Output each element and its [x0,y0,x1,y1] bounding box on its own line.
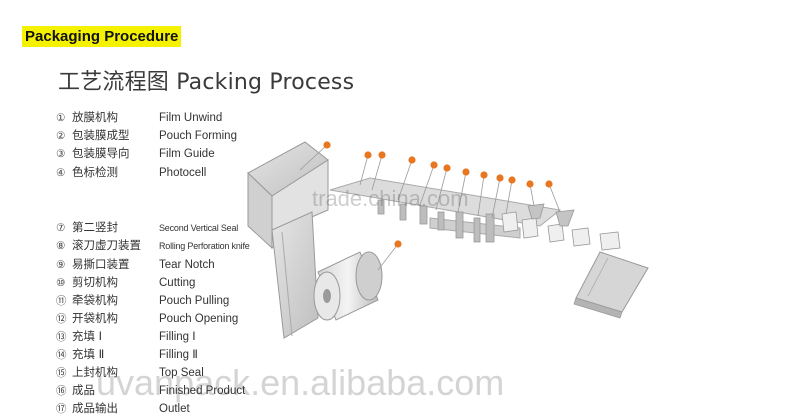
step-row: ⑰ 成品输出 Outlet [56,399,190,417]
step-label-en: Outlet [159,403,190,415]
step-number: ⑩ [56,277,66,289]
step-number: ⑧ [56,240,66,252]
step-number: ⑨ [56,259,66,271]
callout-marker [526,180,534,188]
callout-markers [299,141,561,271]
step-label-en: Film Unwind [159,112,223,124]
step-label-zh: 上封机构 [72,365,118,379]
callout-leader-line [477,174,485,217]
step-number: ⑫ [56,313,67,325]
step-number: ④ [56,167,66,179]
step-number: ⑦ [56,222,66,234]
step-label-en: Pouch Forming [159,130,237,142]
step-row: ⑩ 剪切机构 Cutting [56,273,195,291]
pouches [501,211,621,251]
section-heading: Packaging Procedure [22,26,182,47]
step-label-zh: 滚刀虚刀装置 [72,238,141,252]
diagram-title: 工艺流程图 Packing Process [58,70,355,95]
callout-marker [364,151,372,159]
step-label-en: Film Guide [159,148,215,160]
step-label-zh: 牵袋机构 [72,293,118,307]
step-label-zh: 易撕口装置 [72,257,130,271]
step-row: ⑬ 充填 Ⅰ Filling Ⅰ [56,327,196,345]
step-label-en: Pouch Opening [159,313,239,325]
step-label-en: Filling Ⅰ [159,331,196,343]
step-row: ④ 色标检测 Photocell [56,163,206,181]
step-label-en: Finished Product [159,385,246,397]
step-label-en: Second Vertical Seal [159,223,239,233]
callout-marker [508,176,516,184]
sealing-units [377,199,495,243]
step-label-en: Filling Ⅱ [159,349,198,361]
step-label-zh: 第二竖封 [72,220,118,234]
step-row: ⑦ 第二竖封 Second Vertical Seal [56,218,238,236]
step-label-zh: 放膜机构 [72,110,118,124]
step-label-zh: 色标检测 [72,165,118,179]
step-row: ⑫ 开袋机构 Pouch Opening [56,309,238,327]
step-label-zh: 开袋机构 [72,311,118,325]
step-label-zh: 包装膜导向 [72,146,130,160]
step-number: ⑮ [56,367,67,379]
callout-leader-line [548,183,561,213]
step-row: ① 放膜机构 Film Unwind [56,108,222,126]
callout-marker [323,141,331,149]
callout-leader-line [435,167,448,211]
step-label-en: Top Seal [159,367,204,379]
step-label-zh: 充填 Ⅰ [72,329,103,343]
step-number: ⑪ [56,295,67,307]
step-row: ⑧ 滚刀虚刀装置 Rolling Perforation knife [56,236,250,254]
step-label-en: Pouch Pulling [159,295,230,307]
callout-marker [394,240,402,248]
callout-leader-line [505,179,513,215]
step-label-en: Rolling Perforation knife [159,241,250,251]
step-row: ② 包装膜成型 Pouch Forming [56,126,237,144]
step-label-zh: 成品 [72,383,95,397]
step-number: ⑰ [56,403,67,415]
step-row: ⑨ 易撕口装置 Tear Notch [56,255,215,273]
step-label-zh: 包装膜成型 [72,128,130,142]
step-number: ⑭ [56,349,67,361]
step-row: ⑯ 成品 Finished Product [56,381,245,399]
callout-leader-line [299,144,328,171]
step-row: ⑮ 上封机构 Top Seal [56,363,204,381]
step-number: ⑬ [56,331,67,343]
outlet-conveyor [573,251,649,319]
step-number: ③ [56,148,66,160]
step-number: ① [56,112,66,124]
callout-marker [480,171,488,179]
callout-leader-line [377,243,399,271]
step-row: ⑪ 牵袋机构 Pouch Pulling [56,291,229,309]
filling-hoppers [527,203,575,227]
callout-leader-line [359,154,369,186]
step-number: ⑯ [56,385,67,397]
film-roll [313,251,383,321]
callout-leader-line [491,177,501,219]
step-label-zh: 充填 Ⅱ [72,347,105,361]
callout-marker [443,164,451,172]
step-label-en: Cutting [159,277,196,289]
callout-marker [496,174,504,182]
step-number: ② [56,130,66,142]
callout-marker [462,168,470,176]
callout-leader-line [419,164,435,206]
forming-film-sheet [247,141,329,339]
step-label-zh: 成品输出 [72,401,118,415]
step-label-en: Tear Notch [159,259,215,271]
callout-leader-line [457,171,467,213]
callout-leader-line [529,183,535,207]
callout-leader-line [371,154,383,191]
watermark-top: trade.china.com [312,186,469,211]
step-row: ③ 包装膜导向 Film Guide [56,144,215,162]
watermark-bottom: uvanpack.en.alibaba.com [96,362,505,403]
step-row: ⑭ 充填 Ⅱ Filling Ⅱ [56,345,198,363]
step-label-zh: 剪切机构 [72,275,118,289]
callout-marker [408,156,416,164]
step-label-en: Photocell [159,167,207,179]
callout-marker [430,161,438,169]
callout-leader-line [397,159,413,201]
callout-marker [545,180,553,188]
callout-marker [378,151,386,159]
